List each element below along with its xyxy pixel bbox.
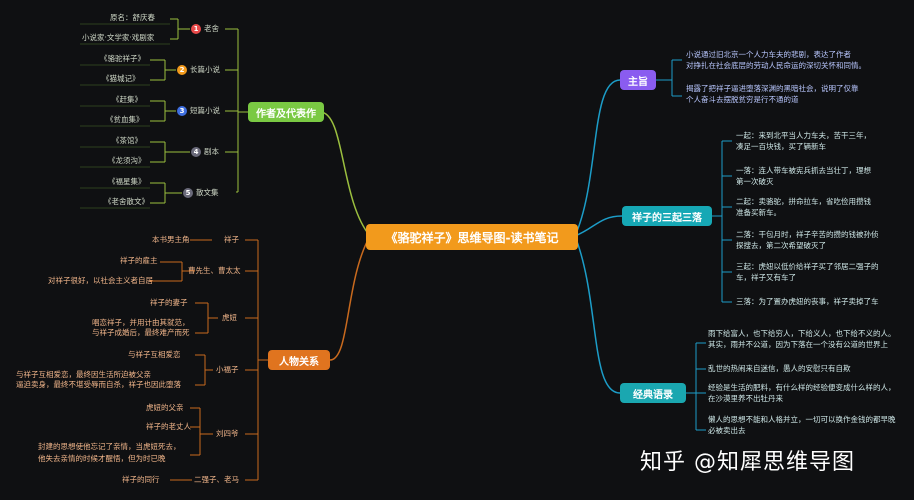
list-item: 雨下给富人，也下给穷人，下给义人，也下给不义的人。 bbox=[708, 329, 896, 338]
list-item: 与祥子成婚后，最终难产而死 bbox=[92, 328, 190, 337]
branch-people[interactable]: 人物关系 bbox=[268, 350, 330, 370]
number-badge-2: 2 bbox=[177, 65, 187, 75]
link-center-risefall bbox=[574, 215, 623, 237]
link-center-quotes bbox=[574, 235, 621, 394]
branch-author-label: 作者及代表作 bbox=[256, 108, 316, 120]
list-item: 二落：干包月时，祥子辛苦的攒的钱被孙侦 bbox=[736, 230, 879, 239]
branch-quotes-label: 经典语录 bbox=[633, 389, 673, 401]
list-item: 唱恋祥子，并用计由其就范， bbox=[92, 318, 190, 327]
list-item: 一起：来到北平当人力车夫，苦干三年， bbox=[736, 131, 871, 140]
group-label[interactable]: 小福子 bbox=[216, 365, 239, 374]
list-item: 《龙须沟》 bbox=[108, 156, 146, 165]
number-badge-4: 4 bbox=[191, 147, 201, 157]
list-item: 个人奋斗去摆脱贫穷是行不通的道 bbox=[686, 95, 799, 104]
list-item: 其实，雨并不公道，因为下落在一个没有公道的世界上 bbox=[708, 340, 888, 349]
group-label[interactable]: 剧本 bbox=[204, 147, 219, 156]
list-item: 三落：为了置办虎妞的丧事，祥子卖掉了车 bbox=[736, 297, 879, 306]
list-item: 小说通过旧北京一个人力车夫的悲剧，表达了作者 bbox=[686, 50, 851, 59]
list-item: 乱世的热闹来自迷信，愚人的安慰只有自欺 bbox=[708, 364, 851, 373]
branch-theme-label: 主旨 bbox=[628, 76, 648, 88]
number-badge-1: 1 bbox=[191, 24, 201, 34]
list-item: 祥子的雇主 bbox=[120, 256, 158, 265]
group-label[interactable]: 祥子 bbox=[224, 235, 239, 244]
group-label[interactable]: 散文集 bbox=[196, 188, 219, 197]
list-item: 在沙漠里养不出牡丹来 bbox=[708, 394, 783, 403]
list-item: 祥子的同行 bbox=[122, 475, 160, 484]
group-label[interactable]: 短篇小说 bbox=[190, 106, 220, 115]
watermark: 知乎 @知犀思维导图 bbox=[640, 450, 855, 475]
list-item: 祥子的老丈人 bbox=[146, 422, 191, 431]
list-item: 《茶馆》 bbox=[112, 136, 142, 145]
link-center-author bbox=[319, 111, 371, 237]
list-item: 《老舍散文》 bbox=[104, 197, 149, 206]
group-label[interactable]: 虎妞 bbox=[222, 313, 237, 322]
list-item: 懒人的思想不能和人格并立，一切可以换作金钱的都早晚 bbox=[708, 415, 896, 424]
list-item: 虎妞的父亲 bbox=[146, 403, 184, 412]
list-item: 二起：卖骆驼，拼命拉车，省吃俭用攒钱 bbox=[736, 197, 871, 206]
list-item: 对挣扎在社会底层的劳动人民命运的深切关怀和同情。 bbox=[686, 61, 866, 70]
list-item: 《赶集》 bbox=[112, 95, 142, 104]
number-badge-3: 3 bbox=[177, 106, 187, 116]
list-item: 《福星集》 bbox=[108, 177, 146, 186]
list-item: 对祥子很好，以社会主义者自居 bbox=[48, 276, 153, 285]
central-topic[interactable]: 《骆驼祥子》思维导图-读书笔记 bbox=[366, 224, 578, 250]
list-item: 探搜去，第二次希望破灭了 bbox=[736, 241, 826, 250]
group-label[interactable]: 长篇小说 bbox=[190, 65, 220, 74]
central-topic-label: 《骆驼祥子》思维导图-读书笔记 bbox=[385, 230, 559, 245]
list-item: 逼迫卖身，最终不堪受辱而自杀，祥子也因此堕落 bbox=[16, 380, 181, 389]
group-label[interactable]: 曹先生、曹太太 bbox=[188, 266, 241, 275]
link-center-people bbox=[329, 235, 371, 361]
branch-rise-fall[interactable]: 祥子的三起三落 bbox=[622, 206, 712, 226]
list-item: 《猫城记》 bbox=[102, 74, 140, 83]
branch-author[interactable]: 作者及代表作 bbox=[248, 102, 324, 122]
group-label[interactable]: 刘四爷 bbox=[216, 429, 239, 438]
list-item: 他失去亲情的时候才醒悟，但为时已晚 bbox=[38, 454, 166, 463]
list-item: 车，祥子又有车了 bbox=[736, 273, 796, 282]
list-item: 本书男主角 bbox=[152, 235, 190, 244]
branch-people-label: 人物关系 bbox=[279, 356, 319, 368]
list-item: 与祥子互相爱恋，最终因生活所迫被父亲 bbox=[16, 370, 151, 379]
list-item: 原名：舒庆春 bbox=[110, 13, 155, 22]
list-item: 封建的思想使他忘记了亲情，当虎妞死去， bbox=[38, 442, 181, 451]
group-label[interactable]: 二强子、老马 bbox=[194, 475, 239, 484]
list-item: 一落：连人带车被宪兵抓去当壮丁，理想 bbox=[736, 166, 871, 175]
list-item: 准备买新车。 bbox=[736, 208, 781, 217]
list-item: 凑足一百块钱，买了辆新车 bbox=[736, 142, 826, 151]
list-item: 三起：虎妞以低价给祥子买了邻居二强子的 bbox=[736, 262, 879, 271]
group-label[interactable]: 老舍 bbox=[204, 24, 219, 33]
list-item: 《贫血集》 bbox=[106, 115, 144, 124]
list-item: 祥子的妻子 bbox=[150, 298, 188, 307]
list-item: 小说家·文学家·戏剧家 bbox=[82, 33, 155, 42]
number-badge-5: 5 bbox=[183, 188, 193, 198]
list-item: 与祥子互相爱恋 bbox=[128, 350, 181, 359]
list-item: 揭露了把祥子逼进堕落深渊的黑暗社会，说明了仅靠 bbox=[686, 84, 859, 93]
list-item: 经验是生活的肥料，有什么样的经验便变成什么样的人， bbox=[708, 383, 896, 392]
list-item: 《骆驼祥子》 bbox=[100, 54, 145, 63]
link-center-theme bbox=[574, 79, 621, 237]
branch-rise-fall-label: 祥子的三起三落 bbox=[632, 212, 702, 224]
branch-theme[interactable]: 主旨 bbox=[620, 70, 656, 90]
branch-quotes[interactable]: 经典语录 bbox=[620, 383, 686, 403]
list-item: 第一次破灭 bbox=[736, 177, 774, 186]
list-item: 必被卖出去 bbox=[708, 426, 746, 435]
